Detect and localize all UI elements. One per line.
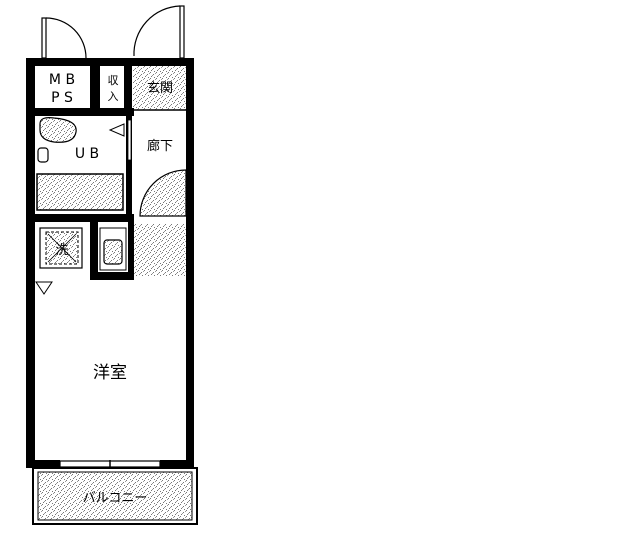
bath-door-panel [127, 119, 132, 161]
wall-top [26, 58, 194, 66]
hallway-label: 廊下 [147, 138, 173, 154]
door-left-frame [41, 17, 47, 59]
mbps-label-line2: P S [51, 90, 73, 106]
wall-kitchen-right [128, 222, 134, 280]
storage-label-line1: 収 [108, 74, 119, 87]
door-right-swing [133, 5, 181, 57]
wall-kitchen-left [90, 222, 98, 278]
bathroom-label: U B [75, 146, 99, 162]
outer-walls [26, 58, 194, 468]
storage-label-line2: 入 [108, 90, 119, 103]
kitchen-sink [99, 227, 127, 271]
wall-right [186, 58, 194, 466]
kitchen-basin [103, 239, 123, 265]
room-labels: M B P S 収 入 玄関 U B 廊下 洗 洋室 バルコニー [49, 72, 173, 506]
bath-sink [39, 117, 77, 143]
wall-kitchen-bottom [90, 272, 134, 280]
hallway-floor [134, 224, 186, 276]
wall-bottom-left [26, 460, 60, 468]
wall-under-bath [30, 214, 134, 222]
hallway-door-swing [139, 169, 187, 217]
interior-walls [30, 58, 134, 280]
balcony-inner [37, 471, 193, 521]
wall-bottom-right [160, 460, 194, 468]
wall-storage-right [124, 58, 132, 116]
entrance-label: 玄関 [147, 81, 173, 96]
bath-door-marker [108, 123, 125, 137]
balcony-window [32, 460, 198, 525]
balcony-outline [32, 467, 198, 525]
entrance-floor [133, 66, 187, 110]
mbps-label-line1: M B [49, 72, 75, 88]
door-left-swing [45, 17, 87, 59]
western-room-label: 洋室 [93, 363, 127, 383]
bathtub [36, 173, 124, 211]
balcony-label: バルコニー [83, 491, 148, 506]
bathroom-fixtures [37, 117, 132, 163]
wall-mbps-right [90, 58, 100, 116]
washer-label: 洗 [55, 243, 68, 258]
floor-textures [36, 66, 192, 520]
washer-area [39, 227, 83, 269]
top-doors [41, 5, 185, 59]
balcony-floor [38, 472, 192, 520]
wall-left [26, 58, 35, 466]
toilet-tank [37, 147, 49, 163]
washer-cross-b [47, 233, 77, 263]
door-right-frame [179, 5, 185, 59]
wall-bath-right [126, 116, 132, 220]
wall-under-closets [30, 108, 134, 116]
room-door-marker [35, 281, 53, 295]
